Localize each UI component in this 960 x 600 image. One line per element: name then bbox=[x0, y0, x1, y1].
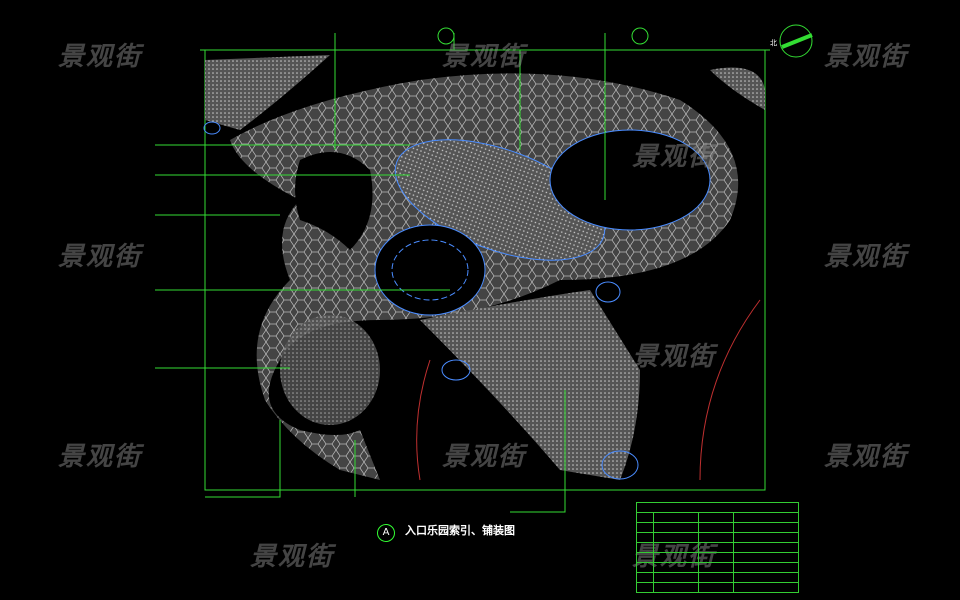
watermark: 景观街 bbox=[824, 242, 909, 272]
watermark: 景观街 bbox=[824, 442, 909, 472]
watermark: 景观街 bbox=[58, 42, 143, 72]
north-label: 北 bbox=[770, 39, 777, 47]
pond bbox=[374, 224, 486, 316]
watermark: 景观街 bbox=[58, 242, 143, 272]
watermark: 景观街 bbox=[58, 442, 143, 472]
watermark: 景观街 bbox=[632, 142, 717, 172]
gravel-path bbox=[420, 290, 640, 480]
watermark: 景观街 bbox=[632, 342, 717, 372]
drawing-marker: A bbox=[377, 524, 395, 542]
gravel-area bbox=[205, 55, 330, 130]
watermark: 景观街 bbox=[250, 542, 335, 572]
leader-lines bbox=[155, 33, 606, 513]
watermark: 景观街 bbox=[824, 42, 909, 72]
watermark: 景观街 bbox=[442, 442, 527, 472]
north-arrow-icon bbox=[779, 24, 813, 58]
oval-lawn bbox=[549, 129, 711, 231]
watermark: 景观街 bbox=[442, 42, 527, 72]
legend-table bbox=[636, 502, 799, 593]
drawing-title: 入口乐园索引、铺装图 bbox=[405, 524, 515, 537]
